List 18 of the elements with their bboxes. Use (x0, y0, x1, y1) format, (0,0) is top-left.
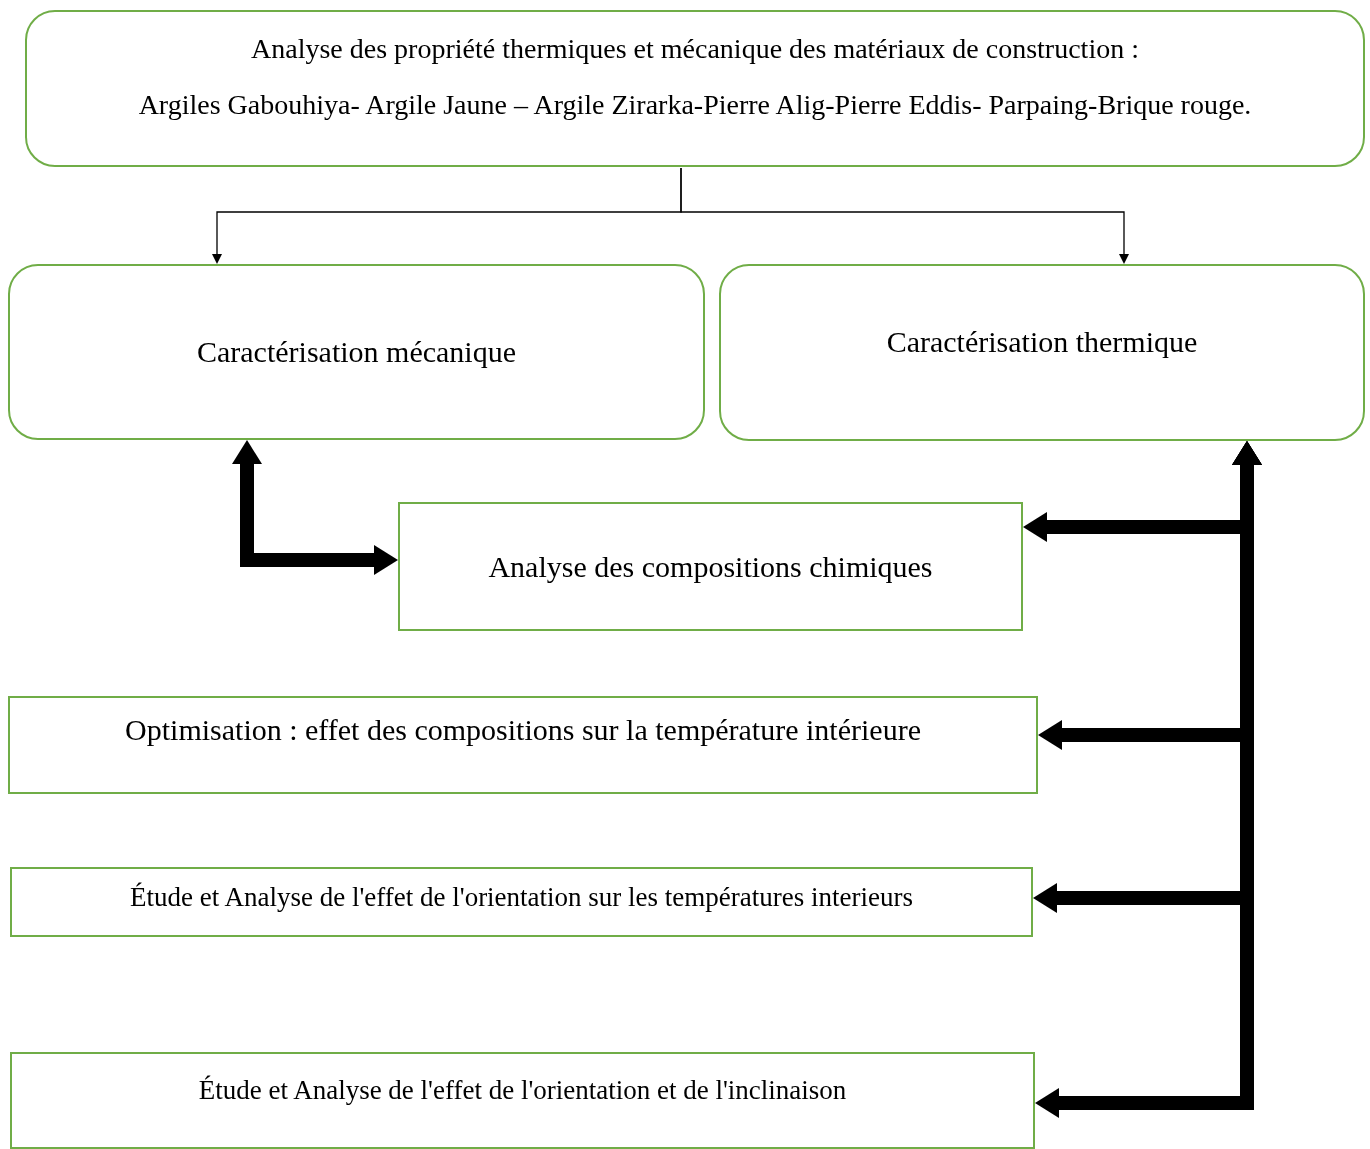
box-label: Caractérisation mécanique (197, 334, 516, 370)
box-label: Optimisation : effet des compositions sur la température intérieure (125, 712, 921, 748)
arrow (680, 167, 1129, 264)
box-label: Étude et Analyse de l'effet de l'orientation et de l'inclinaison (198, 1074, 847, 1107)
box-label: Analyse des compositions chimiques (488, 548, 933, 585)
process-box (719, 264, 1365, 441)
process-box (8, 264, 705, 440)
process-box (10, 1052, 1035, 1149)
box-body-text: Argiles Gabouhiya- Argile Jaune – Argile Zirarka-Pierre Alig-Pierre Eddis- Parpaing-Brique rouge. (138, 87, 1252, 122)
arrow (235, 440, 398, 572)
process-box (398, 502, 1023, 631)
box-label: Caractérisation thermique (886, 324, 1198, 360)
process-box (25, 10, 1365, 167)
box-label: Analyse des propriété thermiques et mécanique des matériaux de construction : (251, 32, 1139, 66)
arrow (1035, 441, 1259, 1115)
process-box (8, 696, 1038, 794)
box-label: Étude et Analyse de l'effet de l'orientation sur les températures interieurs (130, 881, 913, 914)
process-box (10, 867, 1033, 937)
